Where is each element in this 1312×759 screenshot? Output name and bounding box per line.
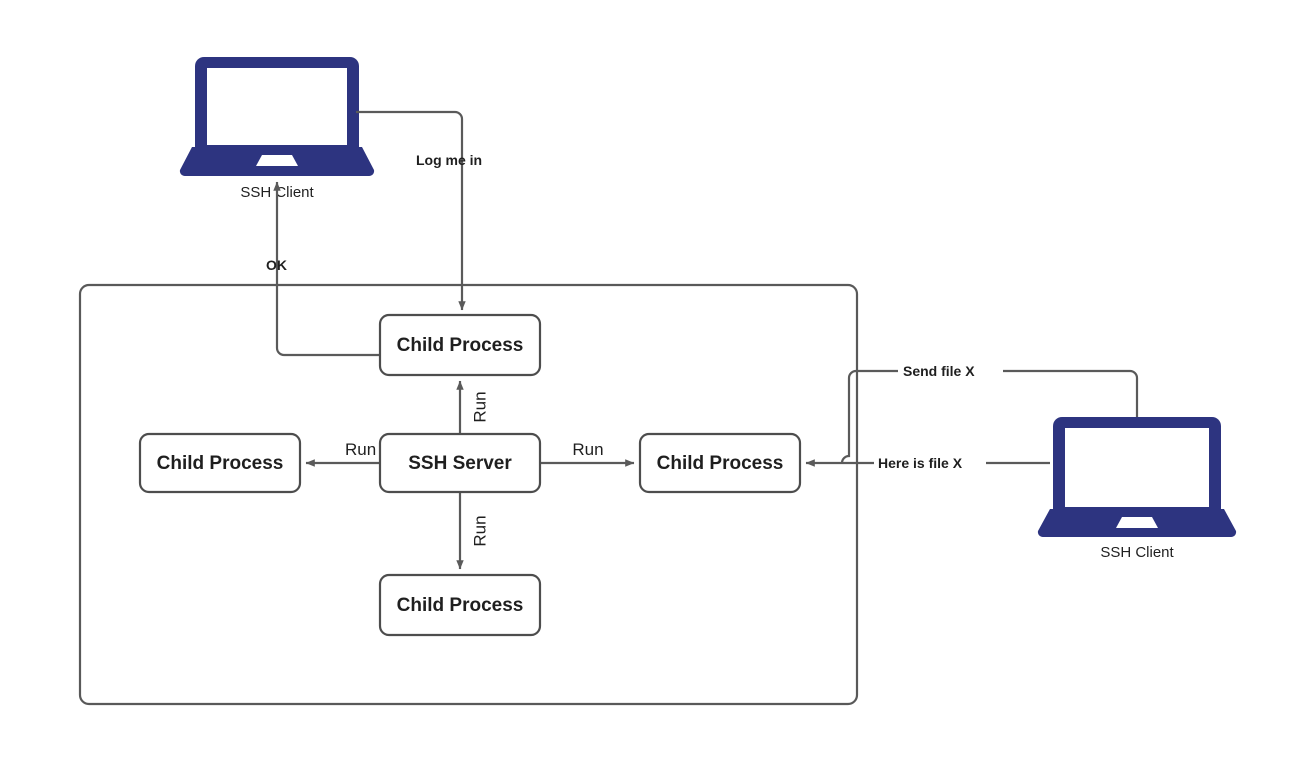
- laptop-screen-inner-right: [1065, 428, 1209, 507]
- ssh-server-box[interactable]: [378, 432, 542, 494]
- ssh-client-right-laptop: SSH Client: [1037, 417, 1237, 561]
- here-is-file-label-bg: [874, 454, 986, 472]
- edge-send-file: [840, 369, 1139, 464]
- edge-label-run-left: Run: [345, 440, 376, 459]
- child-bottom-label: Child Process: [397, 595, 524, 616]
- edge-label-login-request: Log me in: [416, 152, 482, 168]
- child-right-box[interactable]: [638, 432, 802, 494]
- node-child-bottom[interactable]: Child Process: [378, 573, 542, 637]
- server-host-boundary: [78, 283, 859, 706]
- edge-label-run-top: Run: [470, 391, 489, 422]
- send-file-label-bg: [898, 362, 1003, 380]
- child-bottom-box[interactable]: [378, 573, 542, 637]
- edge-label-login-ok: OK: [266, 257, 287, 273]
- node-ssh-server[interactable]: SSH Server: [378, 432, 542, 494]
- edge-label-here-is-file: Here is file X: [878, 455, 963, 471]
- edge-login-ok: [273, 181, 379, 357]
- node-child-left[interactable]: Child Process: [138, 432, 302, 494]
- edge-label-send-file: Send file X: [903, 363, 975, 379]
- child-left-box[interactable]: [138, 432, 302, 494]
- edge-label-run-bottom: Run: [470, 515, 489, 546]
- laptop-notch-top: [256, 155, 298, 166]
- laptop-screen-inner-top: [207, 68, 347, 145]
- edge-label-run-right: Run: [572, 440, 603, 459]
- ssh-server-label: SSH Server: [408, 453, 512, 474]
- edge-login-request: [356, 110, 466, 311]
- child-right-label: Child Process: [657, 453, 784, 474]
- ssh-client-right-caption: SSH Client: [1100, 544, 1174, 561]
- ssh-client-top-laptop: SSH Client: [179, 57, 375, 201]
- node-child-right[interactable]: Child Process: [638, 432, 802, 494]
- child-top-label: Child Process: [397, 335, 524, 356]
- child-top-box[interactable]: [378, 313, 542, 377]
- laptop-notch-right: [1116, 517, 1158, 528]
- node-child-top[interactable]: Child Process: [378, 313, 542, 377]
- child-left-label: Child Process: [157, 453, 284, 474]
